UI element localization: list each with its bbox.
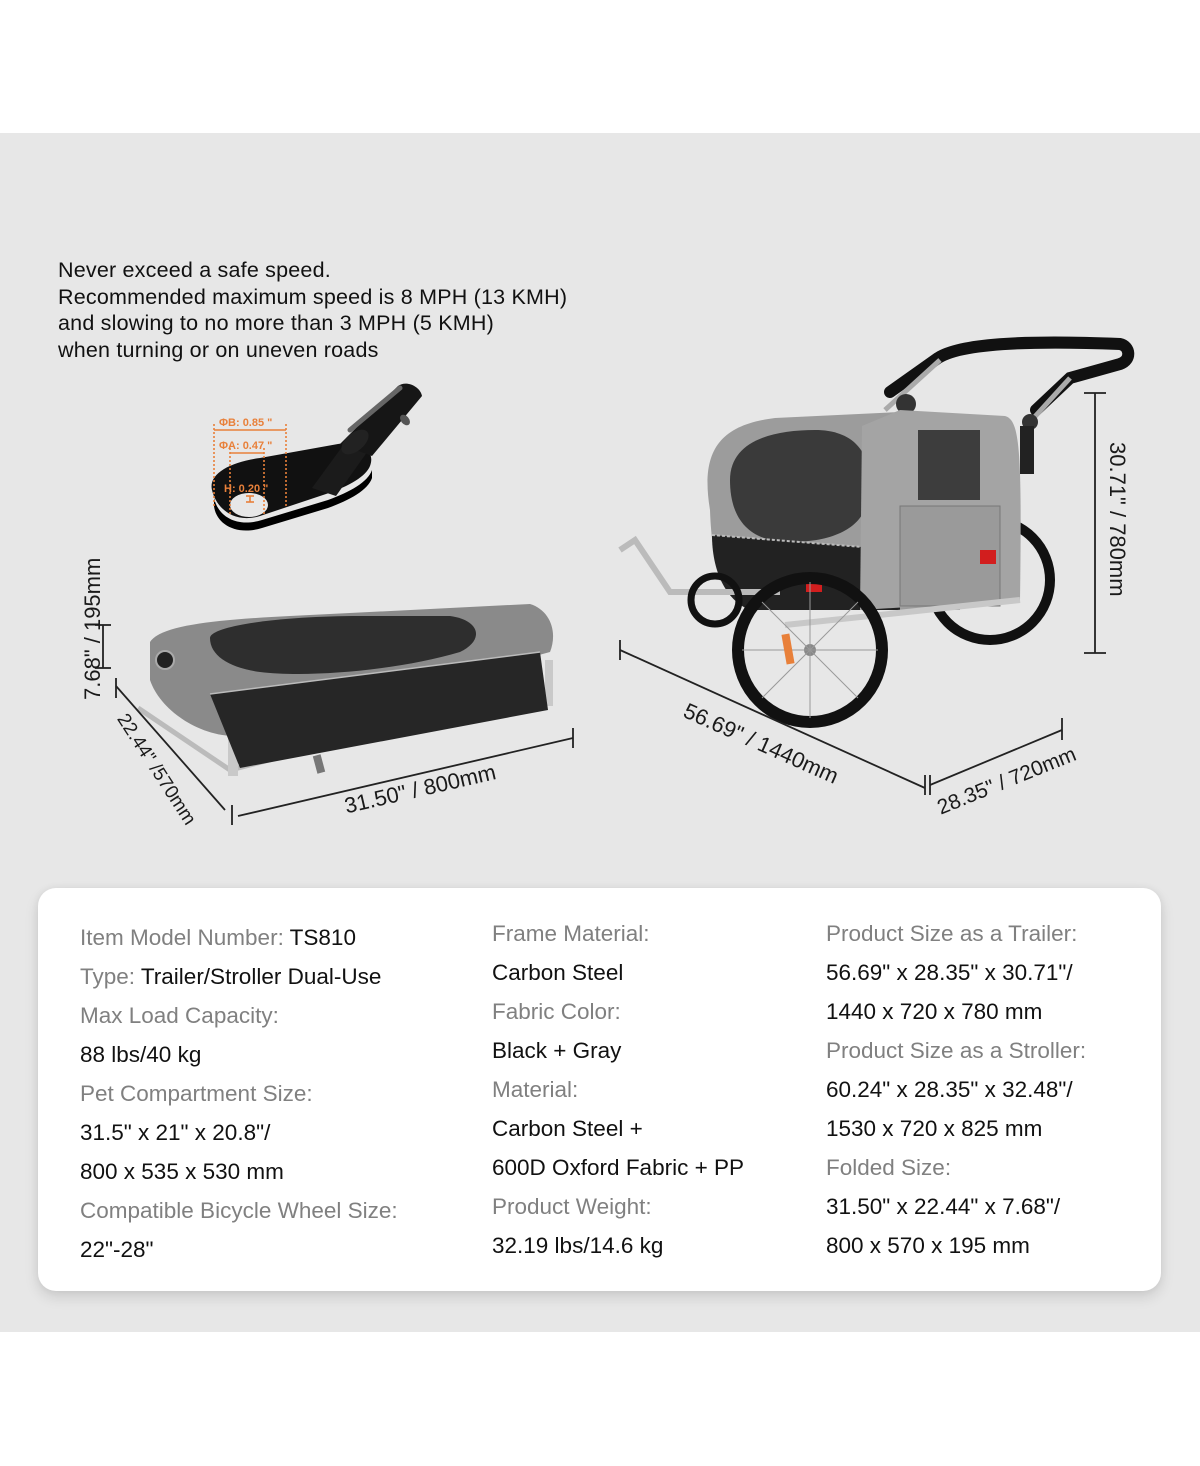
spec-value: 22"-28"	[80, 1237, 154, 1262]
spec-label: Frame Material:	[492, 921, 650, 946]
folded-height-label: 7.68" / 195mm	[80, 557, 105, 700]
specifications-card: Item Model Number: TS810 Type: Trailer/S…	[38, 888, 1161, 1291]
spec-value: 31.5" x 21" x 20.8"/	[80, 1120, 271, 1145]
spec-value: 800 x 570 x 195 mm	[826, 1233, 1030, 1258]
spec-type: Type: Trailer/Stroller Dual-Use	[80, 957, 398, 996]
warning-line: and slowing to no more than 3 MPH (5 KMH…	[58, 311, 494, 335]
spec-label: Max Load Capacity:	[80, 1003, 279, 1028]
trailer-figure: 30.71" / 780mm 56.69" / 1440mm 28.35" / …	[600, 330, 1160, 830]
hitch-dim-a: ΦA: 0.47 "	[219, 440, 272, 452]
spec-label: Product Size as a Stroller:	[826, 1038, 1087, 1063]
spec-value: 60.24" x 28.35" x 32.48"/	[826, 1077, 1073, 1102]
spec-label: Compatible Bicycle Wheel Size:	[80, 1198, 398, 1223]
spec-label: Pet Compartment Size:	[80, 1081, 313, 1106]
folded-trailer-figure: 7.68" / 195mm 22.44" /570mm 31.50" / 800…	[60, 557, 600, 840]
spec-column-3: Product Size as a Trailer: 56.69" x 28.3…	[826, 914, 1086, 1265]
spec-value: 600D Oxford Fabric + PP	[492, 1155, 744, 1180]
spec-value: 1440 x 720 x 780 mm	[826, 999, 1043, 1024]
spec-value: 1530 x 720 x 825 mm	[826, 1116, 1043, 1141]
spec-value: Trailer/Stroller Dual-Use	[140, 964, 382, 989]
spec-label: Type:	[80, 964, 141, 989]
warning-line: Never exceed a safe speed.	[58, 258, 331, 282]
hitch-adapter-figure: ΦB: 0.85 " ΦA: 0.47 " H: 0.20 "	[200, 378, 440, 548]
hitch-dim-b: ΦB: 0.85 "	[219, 417, 272, 429]
spec-value: Carbon Steel	[492, 960, 624, 985]
spec-value: Black + Gray	[492, 1038, 622, 1063]
warning-line: when turning or on uneven roads	[58, 337, 379, 362]
spec-model: Item Model Number: TS810	[80, 918, 398, 957]
spec-value: 31.50" x 22.44" x 7.68"/	[826, 1194, 1061, 1219]
speed-warning: Never exceed a safe speed. Recommended m…	[58, 257, 678, 363]
warning-line: Recommended maximum speed is 8 MPH (13 K…	[58, 284, 568, 309]
spec-label: Product Size as a Trailer:	[826, 921, 1078, 946]
spec-value: Carbon Steel +	[492, 1116, 643, 1141]
spec-label: Folded Size:	[826, 1155, 952, 1180]
spec-value: TS810	[289, 925, 356, 950]
spec-label: Item Model Number:	[80, 925, 290, 950]
spec-value: 32.19 lbs/14.6 kg	[492, 1233, 664, 1258]
trailer-icon	[618, 336, 1135, 795]
spec-label: Fabric Color:	[492, 999, 621, 1024]
trailer-height-label: 30.71" / 780mm	[1105, 442, 1130, 597]
folded-trailer-icon	[95, 604, 574, 825]
hitch-adapter-icon: ΦB: 0.85 " ΦA: 0.47 " H: 0.20 "	[211, 383, 422, 531]
spec-label: Material:	[492, 1077, 579, 1102]
spec-column-2: Frame Material: Carbon Steel Fabric Colo…	[492, 914, 744, 1265]
spec-column-1: Item Model Number: TS810 Type: Trailer/S…	[80, 918, 398, 1269]
spec-label: Product Weight:	[492, 1194, 652, 1219]
spec-value: 56.69" x 28.35" x 30.71"/	[826, 960, 1073, 985]
spec-value: 88 lbs/40 kg	[80, 1042, 202, 1067]
hitch-dim-h: H: 0.20 "	[224, 483, 268, 495]
spec-value: 800 x 535 x 530 mm	[80, 1159, 284, 1184]
